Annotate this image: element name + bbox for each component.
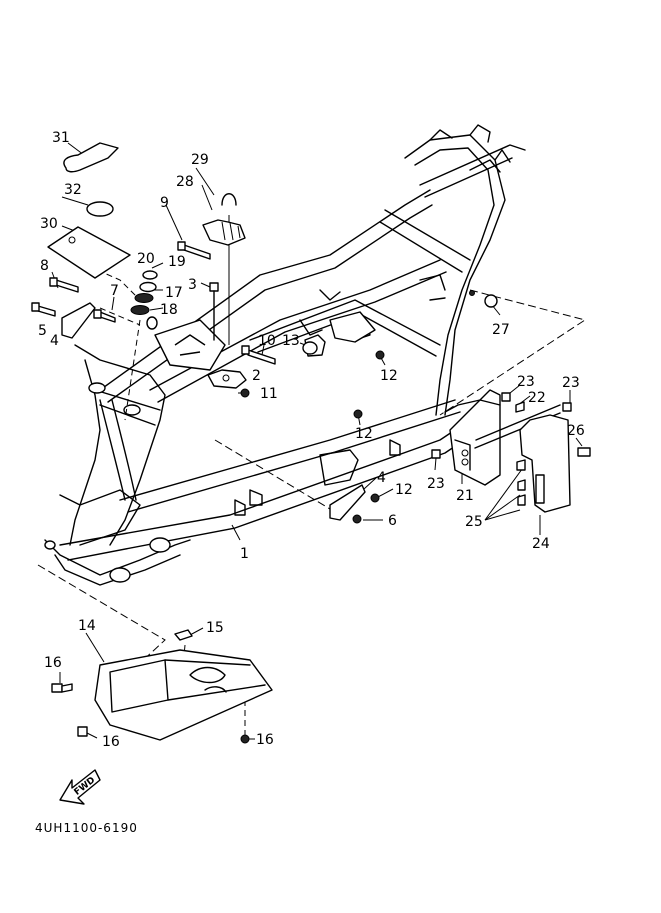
- callout-2[interactable]: 2: [252, 368, 261, 384]
- callout-23-c[interactable]: 23: [427, 476, 445, 492]
- callout-4-lower[interactable]: 4: [377, 470, 386, 486]
- callout-1[interactable]: 1: [240, 546, 249, 562]
- callout-11[interactable]: 11: [260, 386, 278, 402]
- callout-13[interactable]: 13: [282, 333, 300, 349]
- callout-32[interactable]: 32: [64, 182, 82, 198]
- guard-part-14: [94, 649, 273, 741]
- callout-29[interactable]: 29: [191, 152, 209, 168]
- callout-28[interactable]: 28: [176, 174, 194, 190]
- callout-22[interactable]: 22: [528, 390, 546, 406]
- callout-14[interactable]: 14: [78, 618, 96, 634]
- callout-3[interactable]: 3: [188, 277, 197, 293]
- skid-guard-group[interactable]: [51, 629, 273, 744]
- callout-labels: 1 2 3 4 4 5 6 7 8 9 10 11 12 12 12 13 14…: [38, 130, 585, 750]
- small-parts: [31, 142, 498, 524]
- callout-8[interactable]: 8: [40, 258, 49, 274]
- callout-7[interactable]: 7: [110, 283, 119, 299]
- drawing-code: 4UH1100-6190: [35, 821, 138, 835]
- callout-27[interactable]: 27: [492, 322, 510, 338]
- seal-part-32: [86, 201, 114, 217]
- callout-15[interactable]: 15: [206, 620, 224, 636]
- bracket-part-21: [449, 389, 501, 486]
- callout-17[interactable]: 17: [165, 285, 183, 301]
- frame-assembly[interactable]: [44, 124, 526, 586]
- callout-5[interactable]: 5: [38, 323, 47, 339]
- callout-10[interactable]: 10: [258, 333, 276, 349]
- callout-26[interactable]: 26: [567, 423, 585, 439]
- cover-part-24: [519, 414, 571, 513]
- callout-31[interactable]: 31: [52, 130, 70, 146]
- callout-12-b[interactable]: 12: [355, 426, 373, 442]
- plate-part-30: [47, 226, 131, 279]
- callout-20[interactable]: 20: [137, 251, 155, 267]
- leader-lines: [37, 142, 587, 740]
- callout-12-a[interactable]: 12: [380, 368, 398, 384]
- callout-30[interactable]: 30: [40, 216, 58, 232]
- callout-19[interactable]: 19: [168, 254, 186, 270]
- callout-9[interactable]: 9: [160, 195, 169, 211]
- fwd-arrow-icon: FWD: [59, 769, 101, 805]
- callout-16-a[interactable]: 16: [44, 655, 62, 671]
- callout-12-c[interactable]: 12: [395, 482, 413, 498]
- callout-18[interactable]: 18: [160, 302, 178, 318]
- callout-6[interactable]: 6: [388, 513, 397, 529]
- callout-16-b[interactable]: 16: [102, 734, 120, 750]
- callout-16-c[interactable]: 16: [256, 732, 274, 748]
- battery-box-group[interactable]: [431, 389, 591, 513]
- label-part-31: [63, 142, 119, 173]
- callout-25[interactable]: 25: [465, 514, 483, 530]
- callout-4-upper[interactable]: 4: [50, 333, 59, 349]
- callout-21[interactable]: 21: [456, 488, 474, 504]
- callout-23-a[interactable]: 23: [517, 374, 535, 390]
- callout-23-b[interactable]: 23: [562, 375, 580, 391]
- callout-24[interactable]: 24: [532, 536, 550, 552]
